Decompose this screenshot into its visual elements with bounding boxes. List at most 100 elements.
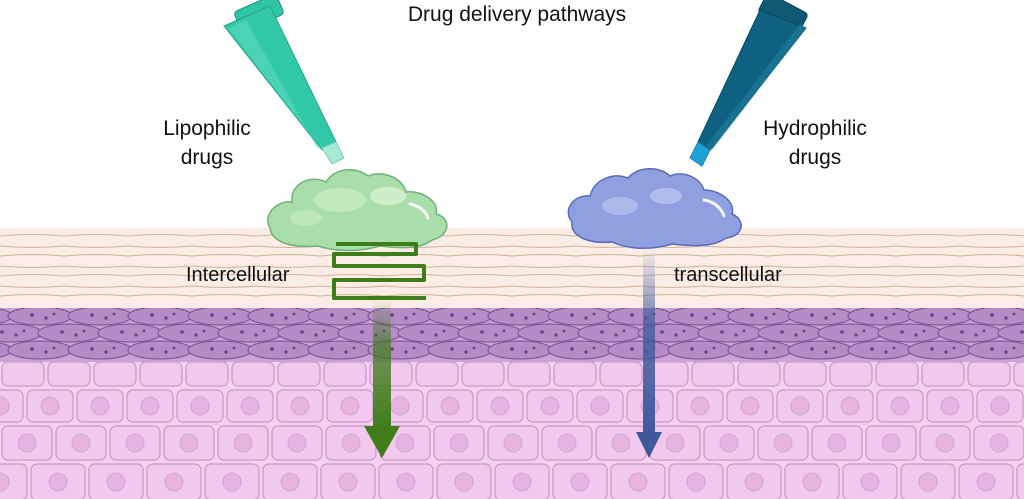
diagram-title: Drug delivery pathways <box>407 3 627 26</box>
skin-fiber-line <box>0 233 1024 237</box>
deep-cell-layer <box>0 355 1024 499</box>
cell-nucleus <box>802 472 822 492</box>
cell-dot <box>532 312 536 316</box>
cell-dot <box>952 346 956 350</box>
cell-dot <box>704 350 708 354</box>
spindle-cell <box>157 323 223 343</box>
cell-dot <box>510 313 514 317</box>
cell-dot <box>82 329 86 333</box>
cell-dot <box>524 316 528 320</box>
cell-dot <box>44 316 48 320</box>
skin-cell <box>1 361 45 387</box>
cell-dot <box>502 329 506 333</box>
skin-fiber-line <box>0 265 1024 269</box>
spindle-cell <box>457 323 523 343</box>
cell-dot <box>614 333 618 337</box>
cell-dot <box>404 350 408 354</box>
hydrophilic-label-line2: drugs <box>788 146 842 169</box>
cell-dot <box>112 346 116 350</box>
cell-dot <box>562 329 566 333</box>
cell-dot <box>254 333 258 337</box>
cell-dot <box>862 329 866 333</box>
cell-dot <box>180 330 184 334</box>
cell-dot <box>314 333 318 337</box>
skin-cell <box>783 361 827 387</box>
cell-dot <box>832 346 836 350</box>
cell-nucleus <box>240 396 260 416</box>
cell-dot <box>592 346 596 350</box>
cell-dot <box>892 312 896 316</box>
spindle-cell <box>427 340 493 360</box>
spindle-cell <box>67 340 133 360</box>
skin-cell <box>47 361 91 387</box>
cell-dot <box>172 346 176 350</box>
cell-nucleus <box>233 433 253 453</box>
cell-dot <box>570 347 574 351</box>
spindle-cell <box>667 340 733 360</box>
intercellular-arrow-shaft <box>373 300 391 430</box>
cell-nucleus <box>628 472 648 492</box>
cell-nucleus <box>503 433 523 453</box>
spindle-cell <box>907 340 973 360</box>
cell-dot <box>300 330 304 334</box>
cell-nucleus <box>690 396 710 416</box>
transcellular-label: transcellular <box>674 264 782 286</box>
cell-dot <box>690 347 694 351</box>
cell-dot <box>194 333 198 337</box>
cell-dot <box>930 313 934 317</box>
cell-nucleus <box>280 472 300 492</box>
cell-dot <box>750 347 754 351</box>
cell-dot <box>944 316 948 320</box>
spindle-cell <box>817 323 883 343</box>
spindle-cell <box>217 323 283 343</box>
cell-dot <box>322 329 326 333</box>
cell-nucleus <box>940 396 960 416</box>
cell-dot <box>104 316 108 320</box>
cell-nucleus <box>744 472 764 492</box>
spindle-cell <box>547 340 613 360</box>
cell-dot <box>224 350 228 354</box>
cell-dot <box>90 313 94 317</box>
cell-nucleus <box>990 396 1010 416</box>
spindle-cell <box>787 306 853 326</box>
cell-dot <box>584 316 588 320</box>
cell-nucleus <box>125 433 145 453</box>
cell-dot <box>690 313 694 317</box>
cell-dot <box>682 329 686 333</box>
cell-dot <box>262 329 266 333</box>
cell-dot <box>0 330 4 334</box>
hydrophilic-label: Hydrophilic drugs <box>740 114 890 172</box>
cell-dot <box>524 350 528 354</box>
cell-dot <box>914 333 918 337</box>
cell-dot <box>630 313 634 317</box>
spindle-cell <box>667 306 733 326</box>
cell-dot <box>982 329 986 333</box>
spindle-cell <box>547 306 613 326</box>
cell-dot <box>960 330 964 334</box>
skin-cell <box>0 463 28 499</box>
cell-dot <box>74 333 78 337</box>
cell-nucleus <box>611 433 631 453</box>
hydrophilic-drug-blob <box>567 168 742 249</box>
cell-dot <box>540 330 544 334</box>
spindle-cell <box>127 340 193 360</box>
lipophilic-tube <box>223 0 345 165</box>
transcellular-arrow-head <box>636 432 662 458</box>
transcellular-pathway <box>636 250 662 458</box>
cell-dot <box>292 312 296 316</box>
cell-dot <box>292 346 296 350</box>
cell-nucleus <box>340 396 360 416</box>
cell-dot <box>420 330 424 334</box>
cell-nucleus <box>140 396 160 416</box>
cell-dot <box>270 347 274 351</box>
cell-dot <box>674 333 678 337</box>
skin-cell <box>415 361 459 387</box>
cell-dot <box>30 347 34 351</box>
cell-dot <box>360 330 364 334</box>
cell-dot <box>52 312 56 316</box>
cell-dot <box>330 313 334 317</box>
cell-dot <box>434 333 438 337</box>
cell-dot <box>352 312 356 316</box>
cell-dot <box>90 347 94 351</box>
spindle-cell <box>427 306 493 326</box>
